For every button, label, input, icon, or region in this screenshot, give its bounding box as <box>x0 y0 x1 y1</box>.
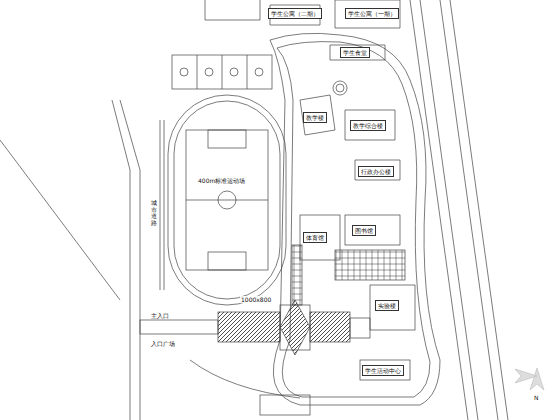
building-label: 教学楼 <box>303 112 327 123</box>
building-label: 学生公寓（一期） <box>345 8 399 19</box>
map-label: 主入口 <box>150 312 170 319</box>
map-label: 1000x800 <box>240 296 272 303</box>
building-label: 400m标准运动场 <box>196 176 247 185</box>
building-label: 图书馆 <box>352 225 376 236</box>
building-label: 行政办公楼 <box>358 166 394 177</box>
building-name: 学生活动中心 <box>365 367 401 374</box>
building-name: 实验楼 <box>378 302 396 309</box>
building-name: 学生公寓（二期） <box>271 10 319 17</box>
building-name: 教学楼 <box>306 114 324 121</box>
building-name: 图书馆 <box>355 227 373 234</box>
building-name: 体育馆 <box>306 234 324 241</box>
building-name: 学生公寓（一期） <box>348 10 396 17</box>
map-label: 入口广场 <box>150 340 176 347</box>
building-label: 学生活动中心 <box>362 365 404 376</box>
building-label: 教学综合楼 <box>350 120 386 131</box>
building-name: 400m标准运动场 <box>198 177 245 184</box>
building-label: 学生公寓（二期） <box>268 8 322 19</box>
building-label: 体育馆 <box>303 232 327 243</box>
building-label: 实验楼 <box>375 300 399 311</box>
building-label: 学生食堂 <box>340 47 370 58</box>
building-name: 行政办公楼 <box>361 168 391 175</box>
building-name: 教学综合楼 <box>353 122 383 129</box>
building-name: 学生食堂 <box>343 49 367 56</box>
map-label: N <box>533 394 540 401</box>
map-label: 城市道路 <box>150 200 158 226</box>
